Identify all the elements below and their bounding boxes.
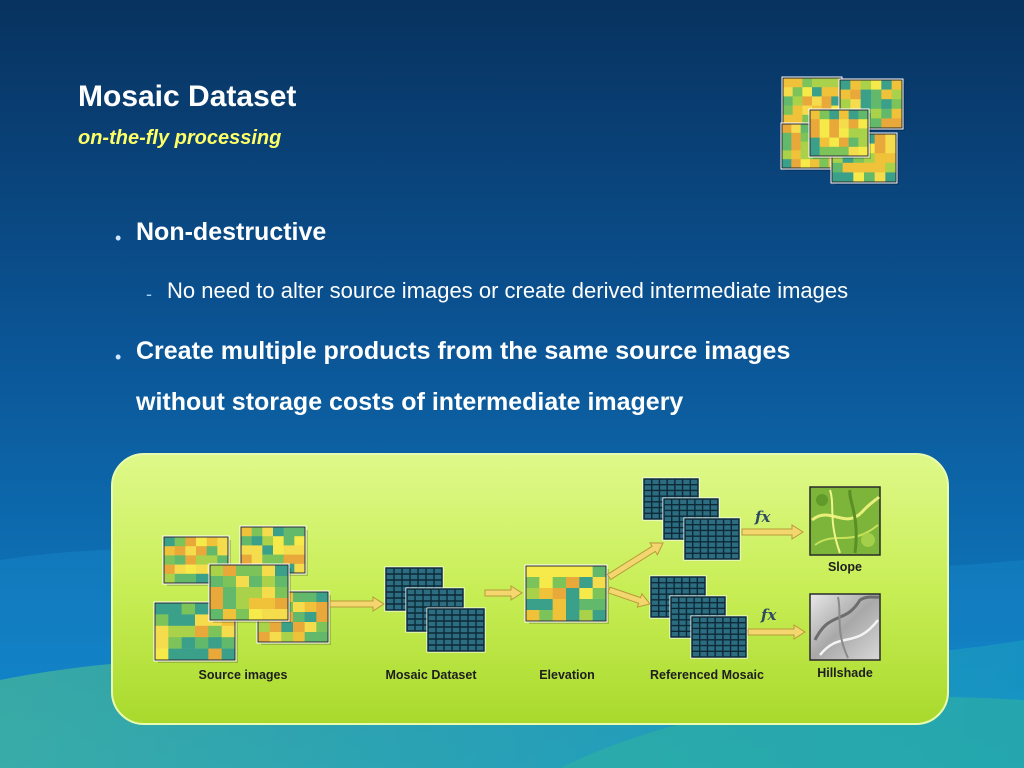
sub-bullet-no-need-to-alter: No need to alter source images or create… [167,278,849,303]
page-subtitle: on-the-fly processing [78,127,282,149]
mosaic-dataset-layer [426,607,486,653]
function-symbol-hillshade: fx [760,606,777,624]
label-elevation: Elevation [539,668,595,682]
arrow-right-icon [741,524,804,540]
arrow-right-icon [484,585,523,601]
label-slope: Slope [828,560,862,574]
source-image-tile [208,563,291,623]
label-source-images: Source images [199,668,288,682]
bullet-dot-icon: • [115,347,122,367]
elevation-image [524,564,609,624]
bullet-create-multiple-products: Create multiple products from the same s… [136,337,791,365]
logo-tile [808,108,871,159]
referenced-mosaic-bottom-layer [690,615,748,659]
bullet-dot-icon: • [115,228,122,248]
arrow-right-icon [606,542,664,581]
label-mosaic-dataset: Mosaic Dataset [385,668,477,682]
mosaic-tiles-logo-icon [780,76,905,185]
arrow-right-icon [607,586,651,608]
source-image-tile [153,601,238,663]
bullet-non-destructive: Non-destructive [136,218,327,246]
arrow-right-icon [747,624,806,640]
label-referenced-mosaic: Referenced Mosaic [650,668,764,682]
page-title: Mosaic Dataset [78,80,297,113]
label-hillshade: Hillshade [817,666,873,680]
dash-icon: - [146,284,152,304]
bullet-create-multiple-products-line2: without storage costs of intermediate im… [136,388,684,416]
referenced-mosaic-top-layer [683,517,741,561]
arrow-right-icon [329,596,385,612]
source-image-tile [162,535,231,586]
hillshade-image [809,593,881,661]
function-symbol-slope: fx [754,508,771,526]
slope-image [809,486,881,556]
